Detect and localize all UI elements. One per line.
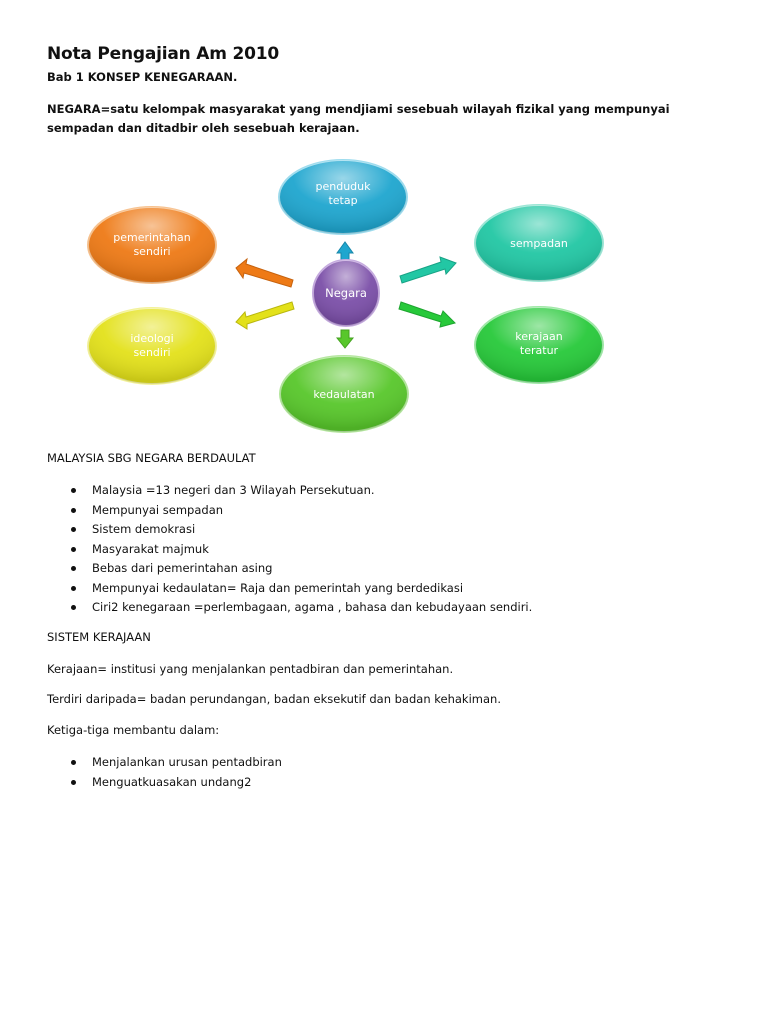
- list-item: Menjalankan urusan pentadbiran: [47, 753, 737, 773]
- bullet-icon: [71, 605, 76, 610]
- node-bottom-left-line-1: ideologi: [130, 332, 173, 345]
- list-item: Mempunyai sempadan: [47, 501, 737, 521]
- arrow-to-top-right: [399, 256, 457, 284]
- list-item: Sistem demokrasi: [47, 520, 737, 540]
- node-bottom-right-line-2: teratur: [520, 344, 559, 357]
- node-negara-center: Negara: [312, 259, 380, 327]
- node-sempadan: sempadan: [474, 204, 604, 282]
- node-kedaulatan: kedaulatan: [279, 355, 409, 433]
- document-title: Nota Pengajian Am 2010: [47, 44, 280, 64]
- node-bottom-line-1: kedaulatan: [313, 388, 374, 401]
- bullet-icon: [71, 546, 76, 552]
- node-top-left-line-2: sendiri: [133, 245, 170, 258]
- chapter-heading: Bab 1 KONSEP KENEGARAAN.: [47, 70, 238, 84]
- section-malaysia-heading: MALAYSIA SBG NEGARA BERDAULAT: [47, 451, 256, 465]
- arrow-to-bottom-left: [235, 301, 295, 330]
- arrow-to-bottom-right: [398, 301, 456, 328]
- list-item: Masyarakat majmuk: [47, 540, 737, 560]
- bullet-icon: [71, 779, 76, 785]
- arrow-to-top-left: [235, 257, 294, 288]
- arrow-to-bottom: [335, 329, 355, 349]
- kerajaan-composition: Terdiri daripada= badan perundangan, bad…: [47, 692, 501, 706]
- list-item: Mempunyai kedaulatan= Raja dan pemerinta…: [47, 579, 737, 599]
- bullet-icon: [71, 566, 76, 571]
- bullet-icon: [71, 527, 76, 532]
- node-top-line-1: penduduk: [316, 180, 372, 193]
- kerajaan-role-intro: Ketiga-tiga membantu dalam:: [47, 723, 220, 737]
- malaysia-bullet-list: Malaysia =13 negeri dan 3 Wilayah Persek…: [47, 481, 737, 618]
- kerajaan-definition: Kerajaan= institusi yang menjalankan pen…: [47, 662, 454, 676]
- negara-definition: NEGARA=satu kelompak masyarakat yang men…: [47, 102, 670, 135]
- node-top-line-2: tetap: [328, 194, 357, 207]
- list-item: Malaysia =13 negeri dan 3 Wilayah Persek…: [47, 481, 737, 501]
- bullet-icon: [71, 585, 76, 591]
- list-item: Bebas dari pemerintahan asing: [47, 559, 737, 579]
- svg-text:kedaulatan: kedaulatan: [313, 388, 374, 401]
- node-bottom-left-line-2: sendiri: [133, 346, 170, 359]
- bullet-icon: [71, 760, 76, 765]
- list-item: Menguatkuasakan undang2: [47, 773, 737, 793]
- svg-text:sempadan: sempadan: [510, 237, 568, 250]
- node-top-right-line-1: sempadan: [510, 237, 568, 250]
- bullet-icon: [71, 488, 76, 493]
- node-top-left-line-1: pemerintahan: [113, 231, 191, 244]
- list-item: Ciri2 kenegaraan =perlembagaan, agama , …: [47, 598, 737, 618]
- center-label: Negara: [325, 286, 367, 300]
- node-bottom-right-line-1: kerajaan: [515, 330, 563, 343]
- arrow-to-top: [336, 241, 354, 261]
- bullet-icon: [71, 507, 76, 513]
- section-kerajaan-heading: SISTEM KERAJAAN: [47, 630, 151, 644]
- kerajaan-bullet-list: Menjalankan urusan pentadbiran Menguatku…: [47, 753, 737, 792]
